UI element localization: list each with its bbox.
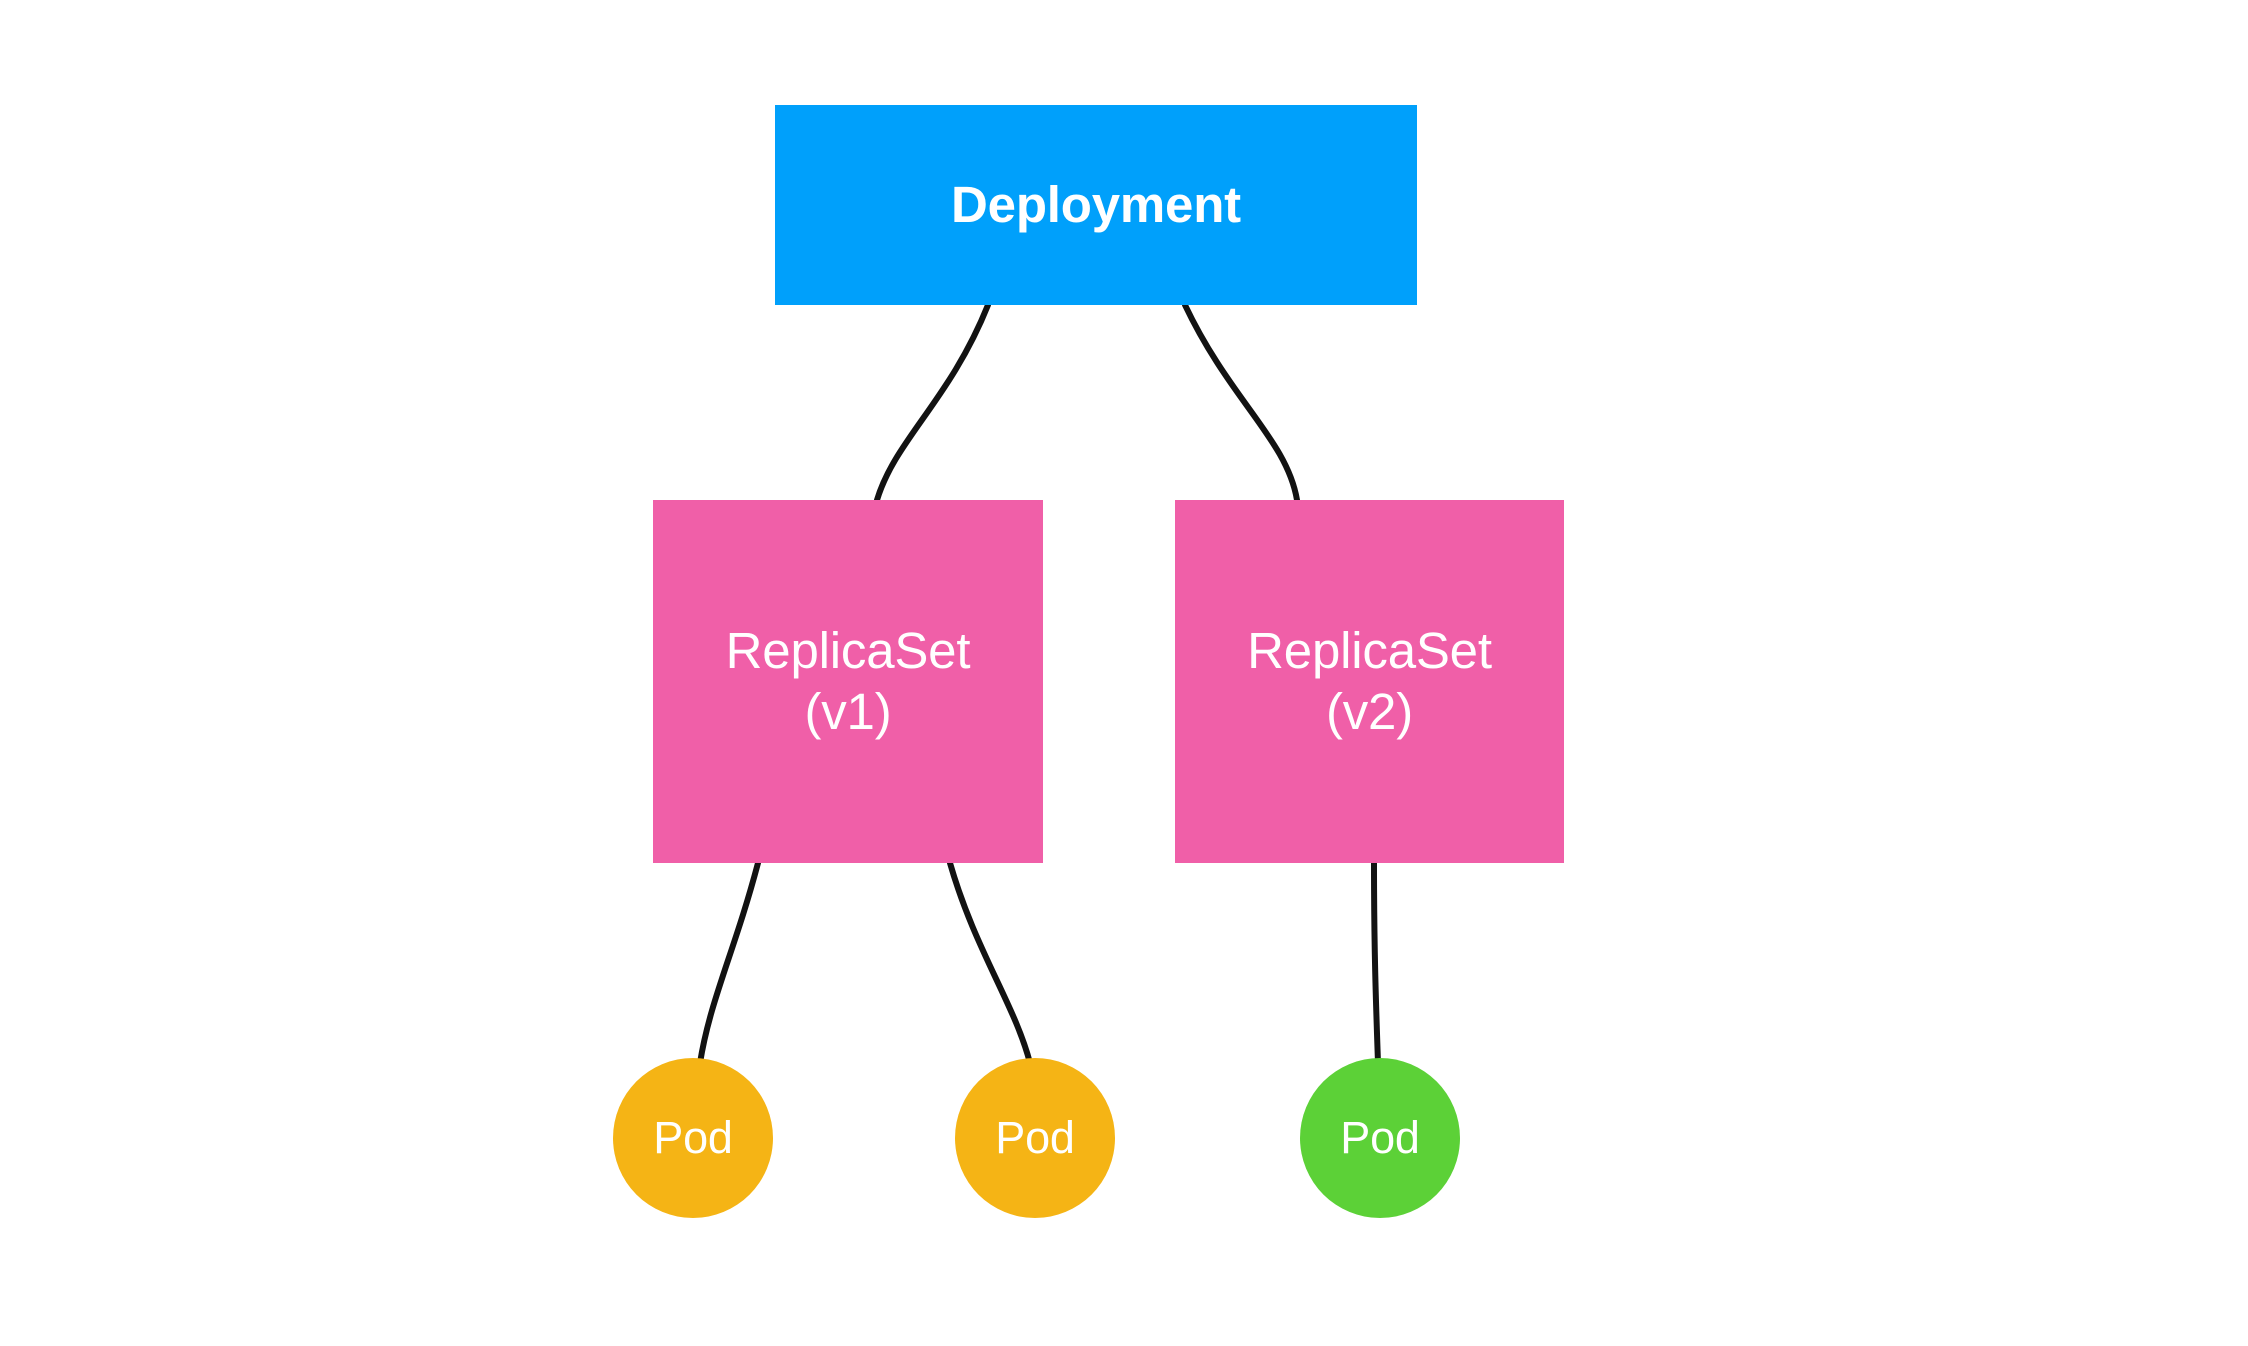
node-pod-1-label: Pod: [653, 1112, 733, 1164]
node-pod-3-label: Pod: [1340, 1112, 1420, 1164]
node-replicaset-v2-label: ReplicaSet (v2): [1247, 622, 1492, 740]
edge-replicaset-v1-to-pod-1: [697, 860, 761, 1066]
node-deployment-label: Deployment: [951, 175, 1241, 233]
edge-replicaset-v1-to-pod-2: [947, 860, 1033, 1066]
node-pod-3[interactable]: Pod: [1300, 1058, 1460, 1218]
node-replicaset-v2[interactable]: ReplicaSet (v2): [1175, 500, 1564, 863]
node-pod-2-label: Pod: [995, 1112, 1075, 1164]
node-pod-1[interactable]: Pod: [613, 1058, 773, 1218]
node-replicaset-v1-label: ReplicaSet (v1): [725, 622, 971, 740]
node-replicaset-v1[interactable]: ReplicaSet (v1): [653, 500, 1043, 863]
edge-replicaset-v2-to-pod-3: [1371, 860, 1381, 1066]
node-deployment[interactable]: Deployment: [775, 105, 1417, 305]
edge-deployment-to-replicaset-v1: [874, 302, 991, 503]
node-pod-2[interactable]: Pod: [955, 1058, 1115, 1218]
edge-deployment-to-replicaset-v2: [1182, 302, 1300, 503]
